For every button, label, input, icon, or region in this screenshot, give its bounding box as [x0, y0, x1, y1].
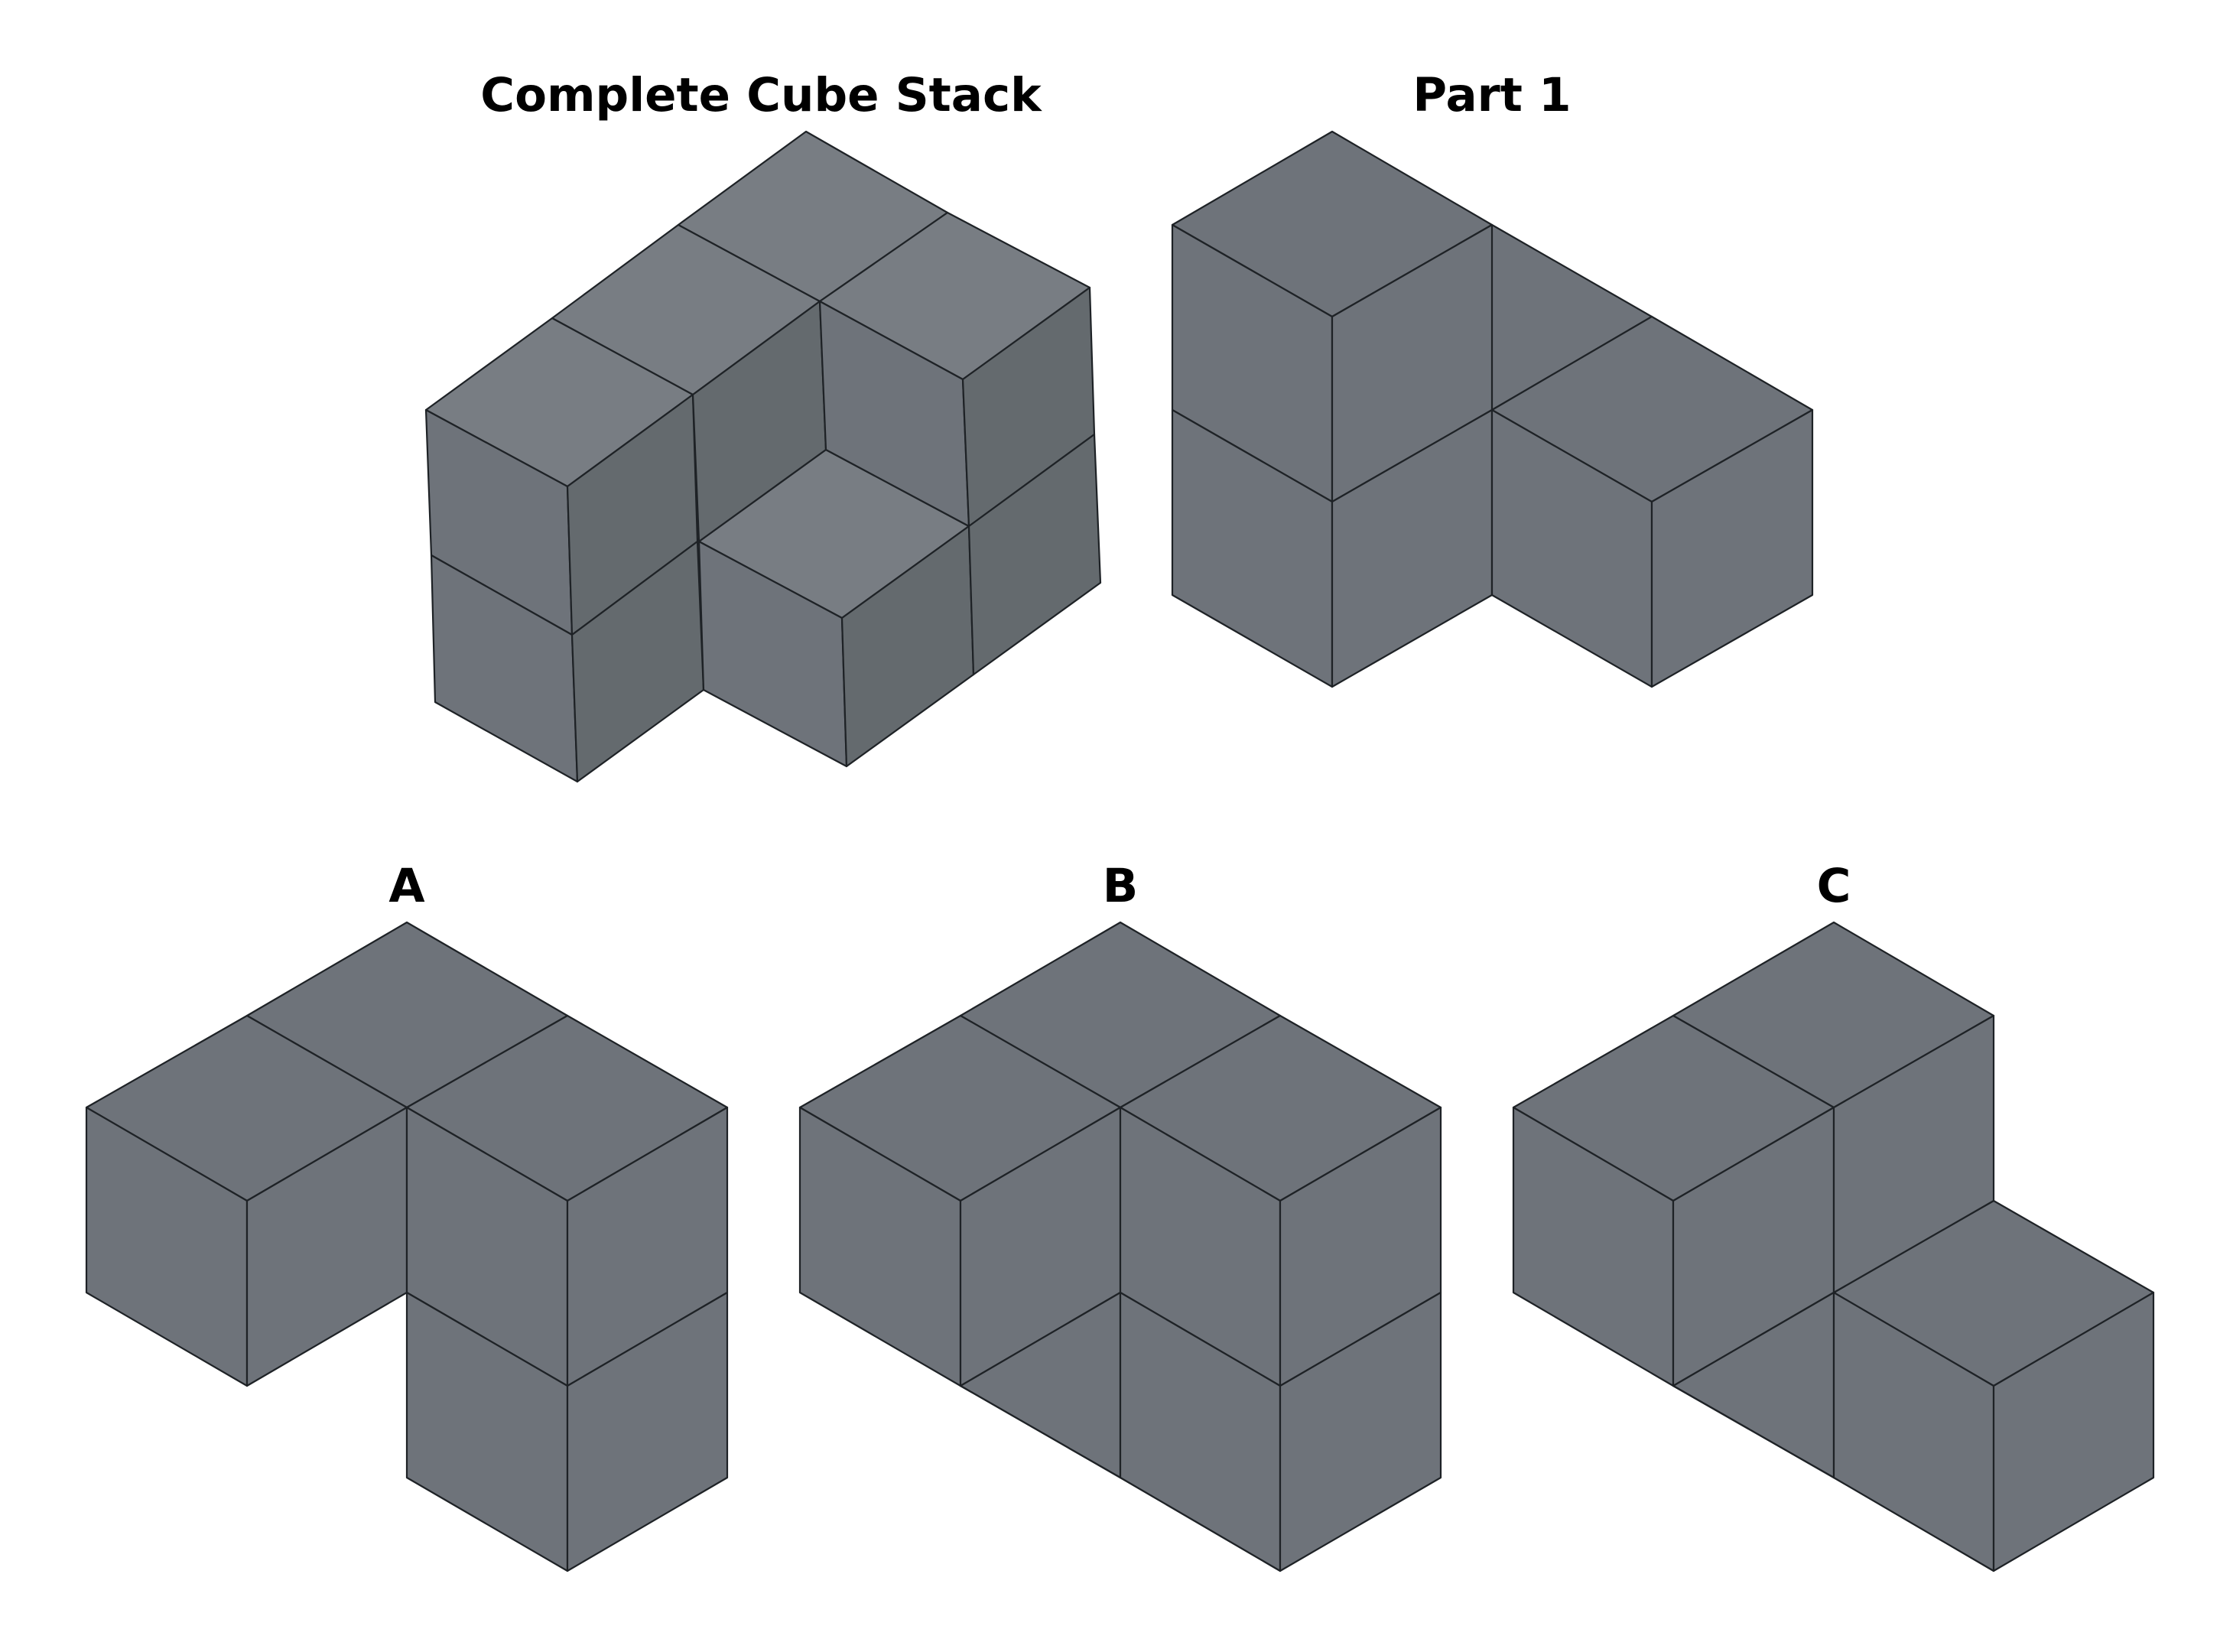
- option-c-drawing: [1512, 921, 2155, 1572]
- panel-title-part-1: Part 1: [1412, 68, 1571, 122]
- face: [967, 433, 1102, 676]
- panel-title-b: B: [1103, 859, 1139, 913]
- face: [1650, 408, 1814, 688]
- panel-option-c: C: [1512, 859, 2155, 1572]
- complete-cube-stack-drawing: [424, 130, 1102, 783]
- panel-part-1: Part 1: [1171, 68, 1814, 688]
- panel-option-a: A: [85, 859, 729, 1572]
- panel-option-b: B: [798, 859, 1442, 1572]
- face: [1832, 1014, 1995, 1294]
- face: [1279, 1291, 1442, 1572]
- option-a-drawing: [85, 921, 729, 1572]
- face: [1992, 1291, 2155, 1572]
- face: [566, 1291, 729, 1572]
- panel-complete-cube-stack: Complete Cube Stack: [424, 68, 1102, 783]
- panel-title-a: A: [388, 859, 424, 913]
- panel-title-complete: Complete Cube Stack: [480, 68, 1042, 122]
- part-1-drawing: [1171, 130, 1814, 688]
- option-b-drawing: [798, 921, 1442, 1572]
- panel-title-c: C: [1817, 859, 1851, 913]
